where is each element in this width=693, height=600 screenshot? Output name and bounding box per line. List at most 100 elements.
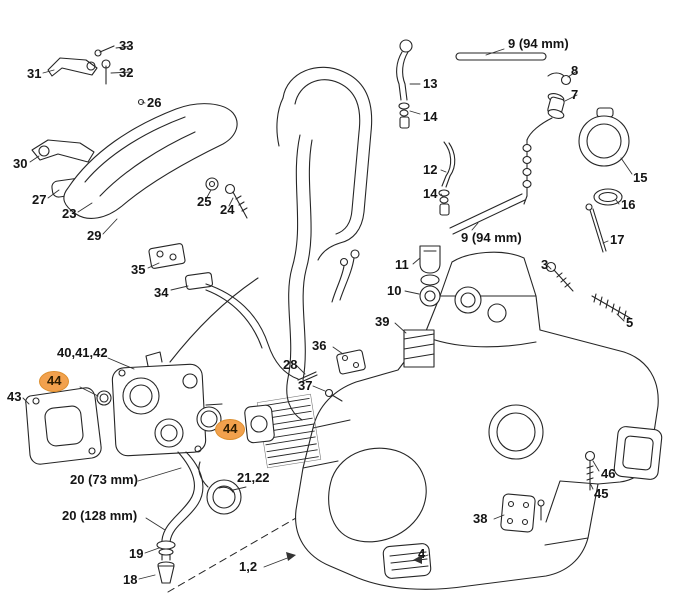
part-number: 44 (47, 373, 62, 388)
part-label-11[interactable]: 11 (395, 257, 409, 272)
part-label-38[interactable]: 38 (473, 511, 488, 526)
part-number: 32 (119, 65, 134, 80)
part-number: 8 (571, 63, 579, 78)
fuel-line-13-14-drawing (396, 39, 413, 129)
part-label-23[interactable]: 23 (62, 206, 77, 221)
part-label-40-41-42[interactable]: 40,41,42 (57, 345, 108, 360)
part-number: 7 (571, 87, 579, 102)
part-number: 16 (621, 197, 636, 212)
part-label-16[interactable]: 16 (621, 197, 636, 212)
gasket-43-drawing (25, 387, 102, 465)
part-number: 24 (220, 202, 235, 217)
part-39-drawing (403, 329, 435, 368)
carburetor-drawing (96, 351, 223, 457)
part-label-5[interactable]: 5 (626, 315, 634, 330)
part-label-14[interactable]: 14 (423, 109, 438, 124)
part-number: 38 (473, 511, 488, 526)
part-label-31[interactable]: 31 (27, 66, 42, 81)
part-number: 25 (197, 194, 212, 209)
part-number: 3 (541, 257, 549, 272)
part-number: 43 (7, 389, 22, 404)
part-label-12[interactable]: 12 (423, 162, 438, 177)
part-label-25[interactable]: 25 (197, 194, 212, 209)
part-label-36[interactable]: 36 (312, 338, 327, 353)
part-label-44[interactable]: 44 (39, 371, 70, 393)
part-number: 26 (147, 95, 162, 110)
part-label-39[interactable]: 39 (375, 314, 390, 329)
part-label-30[interactable]: 30 (13, 156, 27, 171)
part-label-13[interactable]: 13 (423, 76, 438, 91)
part-label-28[interactable]: 28 (283, 357, 298, 372)
part-number: 45 (594, 486, 609, 501)
part-label-1-2[interactable]: 1,2 (239, 559, 257, 574)
screw-45-46-drawing (584, 450, 596, 491)
fuel-line-12-14-drawing (438, 141, 456, 216)
plate-38-drawing (500, 493, 545, 533)
spring-5-drawing (591, 293, 631, 320)
part-number: 13 (423, 76, 438, 91)
manifold-flange-drawing (244, 404, 275, 444)
part-number: 4 (418, 546, 426, 561)
fuel-hose-20-drawing (156, 451, 204, 584)
tank-vent-top-drawing (455, 52, 572, 205)
part-label-10[interactable]: 10 (387, 283, 401, 298)
part-label-27[interactable]: 27 (32, 192, 47, 207)
part-label-46[interactable]: 46 (601, 466, 615, 481)
part-number: 31 (27, 66, 42, 81)
part-label-19[interactable]: 19 (129, 546, 144, 561)
part-label-43[interactable]: 43 (7, 389, 22, 404)
part-number: 9 (508, 36, 516, 51)
part-number: 23 (62, 206, 77, 221)
part-label-20[interactable]: 20 (128 mm) (62, 508, 137, 523)
part-label-8[interactable]: 8 (571, 63, 579, 78)
part-label-45[interactable]: 45 (594, 486, 609, 501)
cap-21-22-drawing (198, 461, 242, 515)
switch-contact-drawing (148, 243, 360, 380)
part-label-44[interactable]: 44 (215, 419, 246, 441)
screw-3-drawing (545, 261, 574, 292)
part-dimension: (94 mm) (468, 230, 522, 245)
part-label-32[interactable]: 32 (119, 65, 134, 80)
part-label-24[interactable]: 24 (220, 202, 235, 217)
tank-housing-drawing (295, 251, 663, 590)
part-label-35[interactable]: 35 (131, 262, 146, 277)
filter-15-16-17-drawing (578, 107, 630, 253)
part-number: 27 (32, 192, 47, 207)
part-label-9[interactable]: 9 (94 mm) (461, 230, 522, 245)
handle-molding-drawing (63, 103, 248, 219)
part-label-29[interactable]: 29 (87, 228, 101, 243)
part-label-14[interactable]: 14 (423, 186, 437, 201)
part-number: 20 (62, 508, 77, 523)
part-label-18[interactable]: 18 (123, 572, 137, 587)
part-number: 35 (131, 262, 146, 277)
part-number: 44 (223, 421, 238, 436)
part-number: 19 (129, 546, 144, 561)
part-label-26[interactable]: 26 (147, 95, 162, 110)
part-label-34[interactable]: 34 (154, 285, 168, 300)
part-dimension: (73 mm) (84, 472, 138, 487)
part-label-15[interactable]: 15 (633, 170, 647, 185)
part-label-3[interactable]: 3 (541, 257, 549, 272)
part-number: 36 (312, 338, 327, 353)
part-label-21-22[interactable]: 21,22 (237, 470, 270, 485)
part-label-33[interactable]: 33 (119, 38, 133, 53)
part-number: 14 (423, 109, 438, 124)
part-label-20[interactable]: 20 (73 mm) (70, 472, 138, 487)
part-number: 9 (461, 230, 469, 245)
part-number: 21,22 (237, 470, 270, 485)
part-number: 12 (423, 162, 438, 177)
part-number: 40,41,42 (57, 345, 108, 360)
part-number: 5 (626, 315, 634, 330)
part-number: 17 (610, 232, 625, 247)
part-label-37[interactable]: 37 (298, 378, 312, 393)
part-label-7[interactable]: 7 (571, 87, 579, 102)
part-label-9[interactable]: 9 (94 mm) (508, 36, 569, 51)
fuel-hose-9-middle-drawing (449, 193, 526, 235)
part-number: 11 (395, 257, 409, 272)
part-label-4[interactable]: 4 (418, 546, 426, 561)
part-number: 39 (375, 314, 390, 329)
part-label-17[interactable]: 17 (610, 232, 625, 247)
part-number: 28 (283, 357, 298, 372)
